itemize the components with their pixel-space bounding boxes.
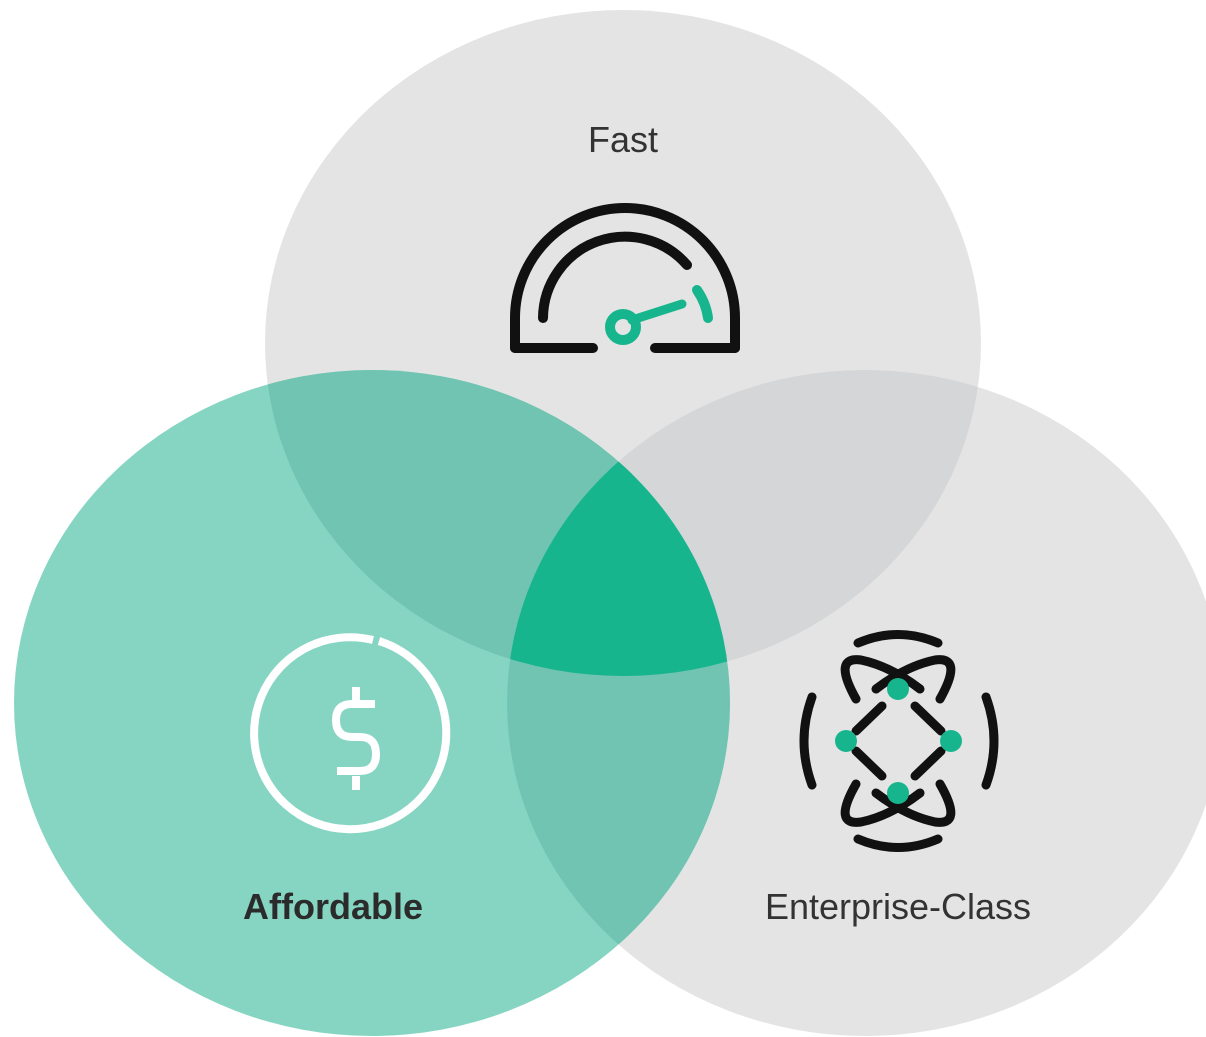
overlap-fast-enterprise	[507, 370, 981, 676]
dollar-circle-icon	[250, 633, 451, 834]
overlap-fast-affordable	[265, 370, 730, 676]
label-affordable: Affordable	[243, 886, 423, 927]
network-nodes-icon	[799, 630, 999, 852]
label-fast: Fast	[587, 119, 659, 160]
label-enterprise-class: Enterprise-Class	[764, 886, 1032, 927]
speedometer-icon	[510, 203, 740, 353]
